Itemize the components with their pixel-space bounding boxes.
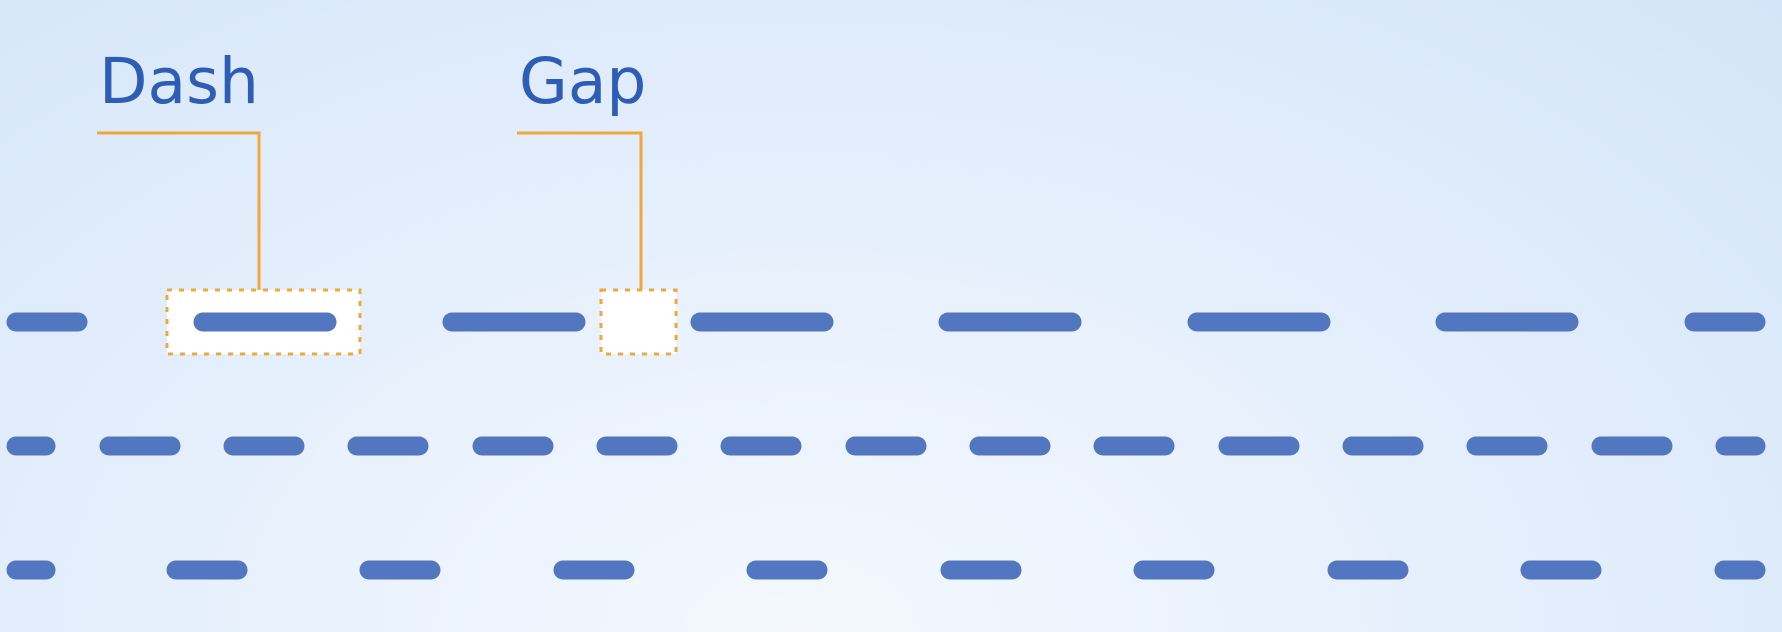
dash-label: Dash	[99, 45, 259, 118]
gap-label: Gap	[519, 45, 646, 118]
dash-callout-line	[97, 131, 261, 290]
gap-callout-line	[517, 131, 643, 290]
gap-highlight-box	[599, 288, 678, 356]
